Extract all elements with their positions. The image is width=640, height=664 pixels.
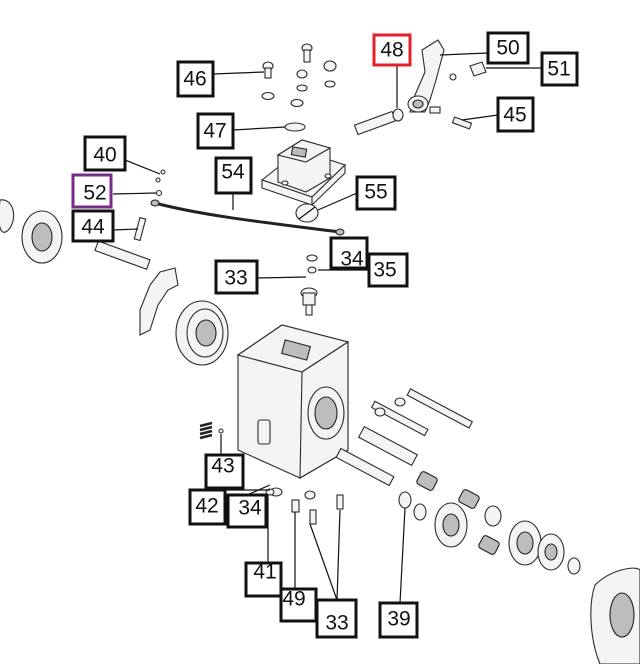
ring-seal xyxy=(295,203,319,223)
pin-stack xyxy=(300,244,362,316)
svg-text:39: 39 xyxy=(387,608,410,631)
gears xyxy=(413,471,640,664)
callout-34-upper[interactable]: 34 xyxy=(329,236,369,271)
callout-34-lower[interactable]: 34 xyxy=(226,493,268,529)
callout-51[interactable]: 51 xyxy=(540,51,579,87)
callout-44[interactable]: 44 xyxy=(71,209,115,243)
svg-text:55: 55 xyxy=(364,181,387,204)
svg-text:50: 50 xyxy=(496,37,519,60)
callouts: 46 47 48 50 51 45 40 52 xyxy=(71,31,579,639)
spring xyxy=(199,421,224,440)
callout-33-upper[interactable]: 33 xyxy=(214,259,259,295)
svg-text:45: 45 xyxy=(503,104,526,127)
callout-46[interactable]: 46 xyxy=(176,60,215,98)
svg-text:49: 49 xyxy=(282,588,305,611)
parts-drawing xyxy=(0,39,640,664)
svg-text:43: 43 xyxy=(211,455,234,478)
svg-text:40: 40 xyxy=(93,144,116,167)
callout-48[interactable]: 48 xyxy=(372,33,412,67)
callout-35[interactable]: 35 xyxy=(367,252,409,288)
svg-text:51: 51 xyxy=(547,58,570,81)
bottom-pins xyxy=(265,488,344,525)
callout-49[interactable]: 49 xyxy=(279,587,318,623)
callout-55[interactable]: 55 xyxy=(355,175,397,211)
leader-lines xyxy=(112,52,542,604)
main-housing xyxy=(236,324,350,500)
svg-text:46: 46 xyxy=(183,68,206,91)
svg-text:33: 33 xyxy=(224,267,247,290)
callout-47[interactable]: 47 xyxy=(196,112,235,150)
callout-45[interactable]: 45 xyxy=(496,96,535,133)
callout-50[interactable]: 50 xyxy=(486,31,530,65)
callout-40[interactable]: 40 xyxy=(83,135,127,172)
callout-42[interactable]: 42 xyxy=(188,488,227,526)
svg-text:42: 42 xyxy=(195,495,218,518)
svg-text:41: 41 xyxy=(253,561,276,584)
svg-text:33: 33 xyxy=(325,612,348,635)
svg-text:44: 44 xyxy=(81,216,105,239)
svg-text:34: 34 xyxy=(340,248,364,271)
callout-52[interactable]: 52 xyxy=(71,173,113,209)
svg-text:48: 48 xyxy=(380,39,403,62)
left-shaft-group xyxy=(0,169,229,366)
cable xyxy=(150,199,345,236)
callout-41[interactable]: 41 xyxy=(244,561,283,598)
callout-39[interactable]: 39 xyxy=(378,601,419,639)
svg-text:52: 52 xyxy=(83,182,106,205)
callout-33-lower[interactable]: 33 xyxy=(315,598,358,639)
right-shafts xyxy=(335,388,474,509)
callout-54[interactable]: 54 xyxy=(214,156,253,195)
top-bolts xyxy=(261,43,337,132)
svg-text:54: 54 xyxy=(221,161,245,184)
cover-housing xyxy=(260,139,347,207)
svg-text:35: 35 xyxy=(373,259,396,282)
svg-text:47: 47 xyxy=(203,120,226,143)
callout-43[interactable]: 43 xyxy=(204,453,245,490)
svg-text:34: 34 xyxy=(238,497,262,520)
